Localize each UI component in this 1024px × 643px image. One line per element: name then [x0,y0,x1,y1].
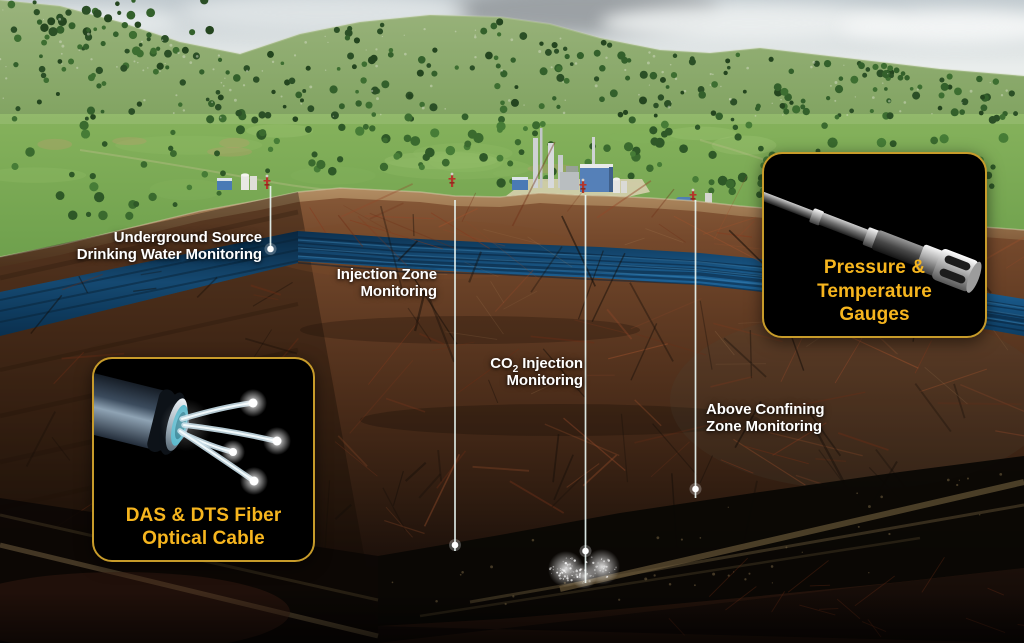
label-line: Zone Monitoring [706,418,822,436]
label-above-confining-zone-monitoring: Above Confining Zone Monitoring [706,401,851,435]
monitoring-wells [264,186,702,589]
label-line: CO2 Injection [490,355,583,375]
label-co2-injection-monitoring: CO2 Injection Monitoring [443,355,583,389]
fiber-cable-image [94,363,291,495]
hills-layer [0,0,1024,130]
label-usdw-monitoring: Underground Source Drinking Water Monito… [60,229,262,263]
label-line: Monitoring [360,283,438,301]
card-label-line: DAS & DTS Fiber [125,504,282,526]
card-label-line: Optical Cable [142,527,265,549]
label-line: Monitoring [506,372,584,390]
card-label-line: Gauges [839,303,910,325]
label-line: Underground Source [113,229,262,246]
label-line: Injection Zone [336,266,437,283]
vignette [0,592,1024,643]
callout-card-fiber-optical-cable: DAS & DTS Fiber Optical Cable [92,357,315,562]
trees-layer [0,0,1019,221]
subscript-2: 2 [512,364,519,375]
card-label-gauges: Pressure & Temperature Gauges [764,256,985,326]
usdw-aquifer-band [0,231,1024,336]
cloud [840,10,1024,44]
label-line: Above Confining [706,401,825,418]
gauge-tool-image [764,188,982,293]
card-label-line: Pressure & Temperature [817,257,932,302]
label-line: Drinking Water Monitoring [76,246,262,264]
label-injection-zone-monitoring: Injection Zone Monitoring [297,266,437,300]
callout-card-pressure-temperature-gauges: Pressure & Temperature Gauges [762,152,987,338]
card-label-fiber: DAS & DTS Fiber Optical Cable [94,504,313,550]
